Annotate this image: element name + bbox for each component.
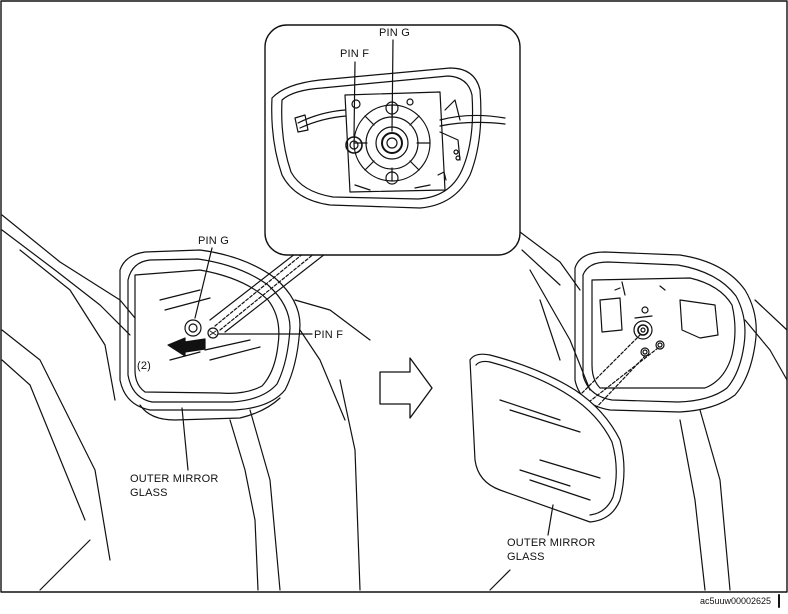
alignment-lines (574, 334, 659, 413)
left-pin-g (184, 319, 202, 337)
inset-pin-f-label: PIN F (340, 48, 370, 60)
leader-inset-pin-g (391, 39, 394, 132)
removed-mirror-glass (469, 353, 625, 523)
right-mirror-housing (574, 251, 757, 413)
right-glass-label-line1: OUTER MIRROR (507, 537, 596, 549)
leader-left-pin-g (194, 247, 213, 319)
leader-right-glass (547, 504, 554, 536)
inset-pin-g-label: PIN G (379, 27, 410, 39)
inset-detail-box (264, 24, 521, 256)
leader-left-glass (181, 407, 189, 471)
figure-code: ac5uuw00002625 (700, 596, 772, 606)
zoom-callout-connector (209, 249, 326, 333)
pull-direction-arrow (167, 337, 206, 357)
diagram-border (0, 0, 788, 593)
step-number-label: (2) (137, 360, 152, 372)
left-mirror-housing (119, 249, 301, 421)
left-glass-label-line1: OUTER MIRROR (130, 473, 219, 485)
left-pin-f-label: PIN F (314, 329, 344, 341)
step-direction-arrow (379, 357, 433, 419)
left-glass-label-line2: GLASS (130, 487, 168, 499)
left-pin-g-label: PIN G (198, 235, 229, 247)
right-glass-label-line2: GLASS (507, 551, 545, 563)
leader-inset-pin-f (353, 61, 356, 138)
right-car-body (489, 231, 788, 591)
left-pin-f (207, 327, 219, 339)
